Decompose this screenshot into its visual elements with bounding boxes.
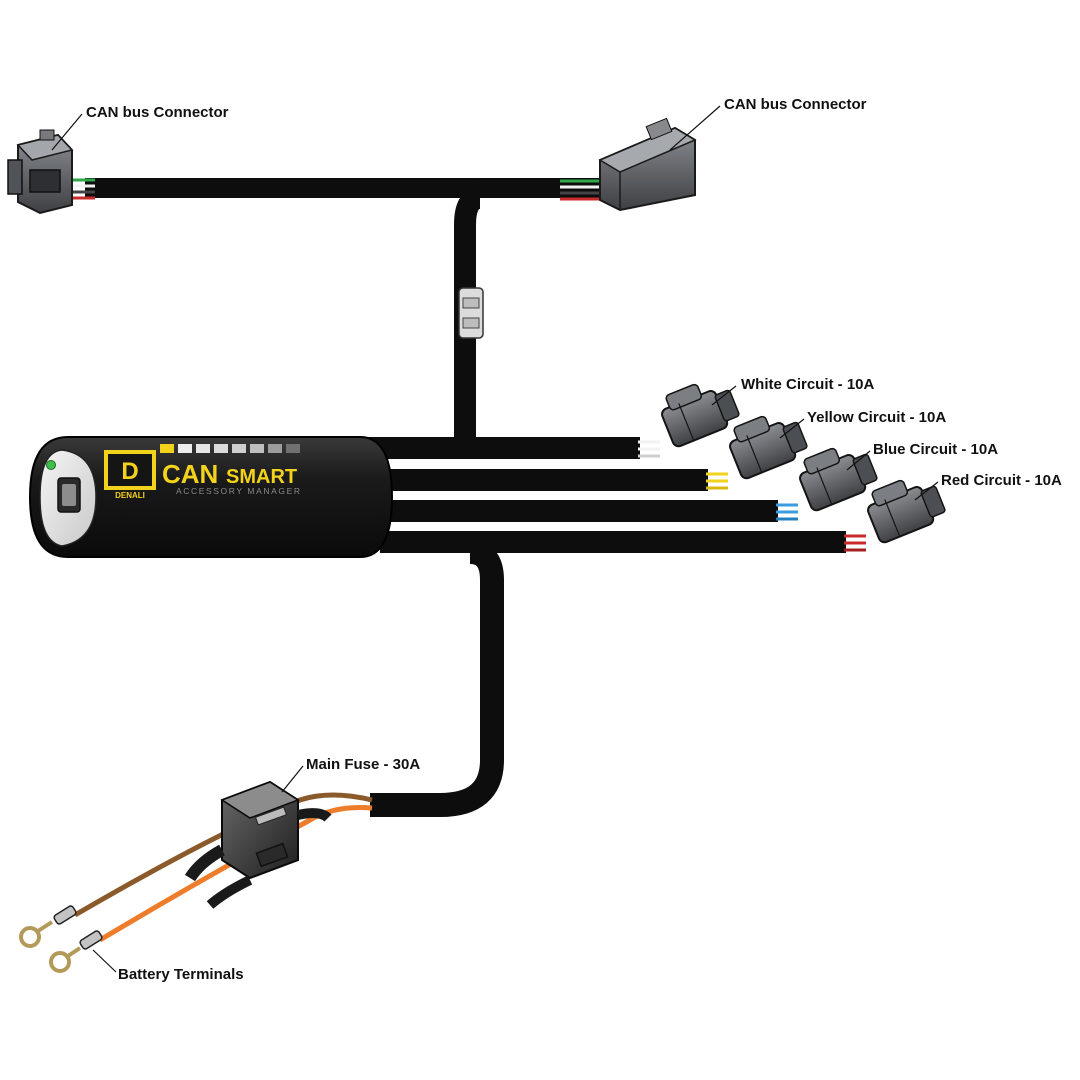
label-battery-terminals: Battery Terminals <box>118 966 244 983</box>
can-right-connector <box>598 117 697 212</box>
output-wire-tails <box>638 440 866 552</box>
module-subtitle: ACCESSORY MANAGER <box>176 486 302 496</box>
ring-terminal-orange <box>49 930 103 973</box>
svg-text:DENALI: DENALI <box>115 491 145 500</box>
label-can-bus-left: CAN bus Connector <box>86 104 229 121</box>
connector-white-circuit <box>661 383 740 448</box>
inline-splice-connector <box>458 287 484 339</box>
label-can-bus-right: CAN bus Connector <box>724 96 867 113</box>
label-main-fuse: Main Fuse - 30A <box>306 756 420 773</box>
label-white-circuit: White Circuit - 10A <box>741 376 875 393</box>
svg-text:D: D <box>121 458 138 485</box>
label-yellow-circuit: Yellow Circuit - 10A <box>807 409 946 426</box>
can-left-connector <box>7 129 74 215</box>
connector-yellow-circuit <box>729 415 808 480</box>
main-fuse-holder <box>184 780 332 909</box>
leader-lines <box>51 105 939 973</box>
can-right-wires <box>560 179 600 201</box>
output-cables <box>320 437 846 817</box>
ring-terminal-brown <box>19 905 77 948</box>
can-bus-cable <box>85 178 600 440</box>
denali-logo: D DENALI <box>104 450 156 500</box>
module-light-bar <box>160 444 300 453</box>
brand-smart-text: SMART <box>226 466 297 488</box>
status-led-icon <box>46 460 56 470</box>
cansmart-module: D DENALI CAN SMART ACCESSORY MANAGER <box>28 436 394 558</box>
label-blue-circuit: Blue Circuit - 10A <box>873 441 998 458</box>
brand-can-text: CAN <box>162 459 218 489</box>
label-red-circuit: Red Circuit - 10A <box>941 472 1062 489</box>
connector-red-circuit <box>867 479 946 544</box>
